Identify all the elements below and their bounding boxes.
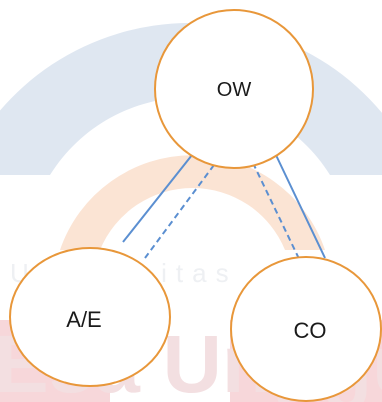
watermark-orange-arc	[60, 155, 325, 250]
node-ae: A/E	[9, 247, 171, 387]
node-ow-circle	[154, 9, 314, 169]
edge-ow-co-dashed	[252, 162, 303, 266]
edges	[122, 152, 326, 266]
node-ae-circle	[9, 247, 171, 387]
edge-ow-ae-solid	[122, 154, 193, 243]
node-co-label: CO	[294, 318, 327, 343]
edge-ow-co-solid	[274, 152, 326, 259]
node-co: CO	[230, 256, 382, 402]
node-ow: OW	[154, 9, 314, 169]
node-ae-label: A/E	[66, 307, 101, 332]
node-ow-label: OW	[217, 79, 252, 101]
node-co-circle	[230, 256, 382, 402]
